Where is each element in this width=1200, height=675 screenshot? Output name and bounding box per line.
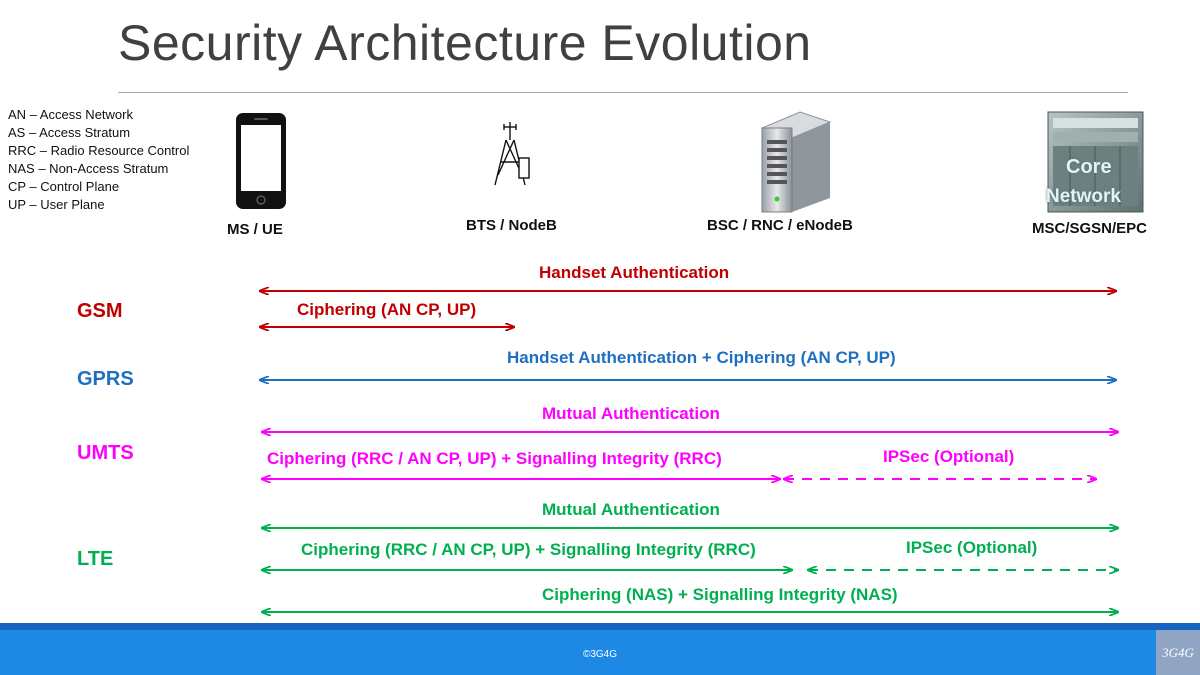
legend-item-as: AS – Access Stratum (8, 125, 131, 140)
tech-label-umts: UMTS (77, 442, 134, 464)
abbreviation-legend: AN – Access Network AS – Access Stratum … (8, 106, 189, 214)
lte-ipsec-label: IPSec (Optional) (906, 538, 1038, 557)
node-label-bsc-rnc-enodeb: BSC / RNC / eNodeB (707, 217, 853, 234)
core-network-label-line2: Network (1046, 186, 1121, 207)
server-icon (760, 111, 832, 213)
footer-copyright: ©3G4G (582, 649, 618, 660)
legend-item-rrc: RRC – Radio Resource Control (8, 143, 190, 158)
brand-badge: 3G4G (1156, 630, 1200, 675)
footer-accent-bar (0, 623, 1200, 630)
legend-item-up: UP – User Plane (8, 197, 105, 212)
gprs-auth-ciphering-label: Handset Authentication + Ciphering (AN C… (507, 348, 896, 367)
gsm-ciphering-label: Ciphering (AN CP, UP) (297, 300, 477, 319)
node-label-msc-sgsn-epc: MSC/SGSN/EPC (1032, 220, 1148, 237)
core-network-rack-icon (1047, 111, 1144, 213)
gsm-handset-auth-label: Handset Authentication (539, 263, 730, 282)
legend-item-cp: CP – Control Plane (8, 179, 120, 194)
footer-bar (0, 630, 1200, 675)
legend-item-nas: NAS – Non-Access Stratum (8, 161, 169, 176)
legend-item-an: AN – Access Network (8, 107, 133, 122)
tech-label-gprs: GPRS (77, 368, 134, 390)
page-title: Security Architecture Evolution (118, 15, 812, 71)
core-network-label-line1: Core (1066, 156, 1112, 178)
tech-label-gsm: GSM (77, 300, 123, 322)
node-label-ms-ue: MS / UE (227, 221, 283, 238)
tech-label-lte: LTE (77, 548, 114, 570)
title-divider (118, 92, 1128, 93)
mobile-phone-icon (236, 113, 286, 209)
umts-ipsec-label: IPSec (Optional) (883, 447, 1015, 466)
lte-nas-label: Ciphering (NAS) + Signalling Integrity (… (542, 585, 898, 604)
bts-tower-icon (494, 122, 530, 186)
node-label-bts-nodeb: BTS / NodeB (466, 217, 557, 234)
lte-ciphering-integrity-label: Ciphering (RRC / AN CP, UP) + Signalling… (301, 540, 756, 559)
umts-mutual-auth-label: Mutual Authentication (542, 404, 720, 423)
lte-mutual-auth-label: Mutual Authentication (542, 500, 720, 519)
umts-ciphering-integrity-label: Ciphering (RRC / AN CP, UP) + Signalling… (267, 449, 722, 468)
